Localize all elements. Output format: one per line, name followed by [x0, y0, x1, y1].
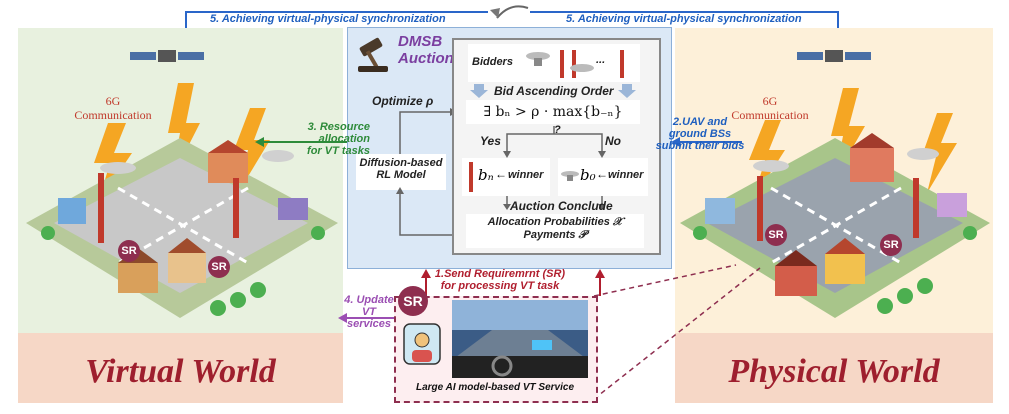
left-arrow-glyph: ← — [495, 167, 507, 181]
satellite-icon — [797, 50, 871, 62]
question-mark: ? — [554, 124, 561, 136]
bid-order-label: Bid Ascending Order — [494, 84, 614, 98]
sync-arrows — [181, 5, 843, 38]
yes-label: Yes — [480, 134, 501, 148]
comm-label-physical: 6G Communication — [730, 94, 810, 122]
order-arrows — [470, 84, 636, 98]
physical-world-band: Physical World — [675, 333, 993, 403]
condition-box: ∃ bₙ > ρ · max{b₋ₙ} — [466, 100, 640, 124]
drone-icon — [561, 171, 579, 181]
step1-label: 1.Send Requiremrnt (SR) for processing V… — [434, 268, 566, 292]
step1-line2: for processing VT task — [440, 280, 560, 292]
comm-line2: Communication — [731, 108, 809, 122]
physical-world-panel: 6G Communication SR SR Physical World — [675, 28, 993, 403]
step3-label: 3. Resource allocation for VT tasks — [258, 121, 370, 157]
optimize-label: Optimize ρ — [372, 94, 434, 108]
comm-line1: 6G — [762, 94, 778, 108]
winner-no-variable: b₀ — [580, 166, 596, 184]
tower-icon — [560, 50, 564, 78]
bidders-ellipsis: ... — [596, 54, 606, 66]
model-line1: Diffusion-based — [359, 157, 443, 169]
comm-line2: Communication — [74, 108, 152, 122]
model-line2: RL Model — [376, 169, 426, 181]
winner-no-box: b₀ ← winner — [558, 158, 648, 196]
virtual-city-illustration — [26, 50, 338, 318]
step3-line1: 3. Resource allocation — [307, 121, 370, 145]
winner-yes-box: bₙ ← winner — [462, 158, 550, 196]
winner-yes-label: winner — [508, 169, 544, 181]
gavel-icon — [358, 37, 388, 72]
diffusion-rl-model-box: Diffusion-based RL Model — [356, 154, 446, 190]
tower-icon — [572, 50, 576, 78]
step2-label: 2.UAV and ground BSs submit their bids — [654, 116, 746, 152]
no-label: No — [605, 134, 621, 148]
auction-conclude-label: Auction Conclude — [510, 199, 613, 213]
winner-no-label: winner — [608, 169, 644, 181]
lightning-icon — [749, 120, 785, 200]
physical-city-illustration — [680, 50, 990, 318]
drone-icon — [526, 52, 550, 60]
virtual-world-panel: 6G Communication SR SR Virtual World — [18, 28, 343, 403]
car-dashboard-image — [452, 300, 588, 378]
comm-line1: 6G — [105, 94, 121, 108]
allocation-probabilities: Allocation Probabilities 𝒳 — [487, 216, 623, 228]
step3-line2: for VT tasks — [307, 145, 370, 157]
step2-line2: submit their bids — [655, 140, 745, 152]
vt-service-caption: Large AI model-based VT Service — [415, 382, 575, 393]
comm-label-virtual: 6G Communication — [73, 94, 153, 122]
decision-arrows — [503, 126, 606, 158]
physical-world-title: Physical World — [728, 353, 940, 390]
condition-formula: ∃ bₙ > ρ · max{b₋ₙ} — [483, 104, 623, 120]
lightning-icon — [923, 113, 957, 193]
lightning-icon — [168, 83, 200, 178]
left-arrow-glyph: ← — [596, 167, 608, 181]
bidders-label: Bidders — [472, 56, 513, 68]
step2-line1: 2.UAV and ground BSs — [668, 116, 732, 140]
step4-line2: services — [346, 318, 392, 330]
conclude-arrows — [503, 196, 606, 210]
tower-icon — [620, 50, 624, 78]
sync-label-left: 5. Achieving virtual-physical synchroniz… — [210, 13, 446, 25]
dmsb-title-line1: DMSB — [398, 33, 443, 50]
sr-badge: SR — [765, 224, 787, 246]
tower-icon — [469, 162, 473, 192]
step4-label: 4. Update VT services — [340, 294, 398, 330]
virtual-world-band: Virtual World — [18, 333, 343, 403]
satellite-icon — [130, 50, 204, 62]
payments-label: Payments 𝒫 — [523, 229, 587, 241]
bidders-box: Bidders ... — [468, 44, 640, 82]
sr-badge: SR — [208, 256, 230, 278]
driver-icon — [403, 323, 441, 365]
virtual-world-title: Virtual World — [85, 353, 276, 390]
drone-icon — [570, 64, 594, 72]
bidders-icons — [526, 50, 624, 78]
dmsb-title-line2: Auction — [398, 50, 454, 67]
step1-line1: 1.Send Requiremrnt (SR) — [434, 268, 566, 280]
allocation-box: Allocation Probabilities 𝒳 Payments 𝒫 — [466, 214, 644, 248]
sr-badge: SR — [398, 286, 428, 316]
sr-badge: SR — [118, 240, 140, 262]
winner-yes-variable: bₙ — [478, 166, 494, 184]
sync-label-right: 5. Achieving virtual-physical synchroniz… — [566, 13, 802, 25]
dmsb-title: DMSB Auction — [398, 33, 454, 67]
step4-line1: 4. Update VT — [344, 294, 394, 318]
sr-badge: SR — [880, 234, 902, 256]
